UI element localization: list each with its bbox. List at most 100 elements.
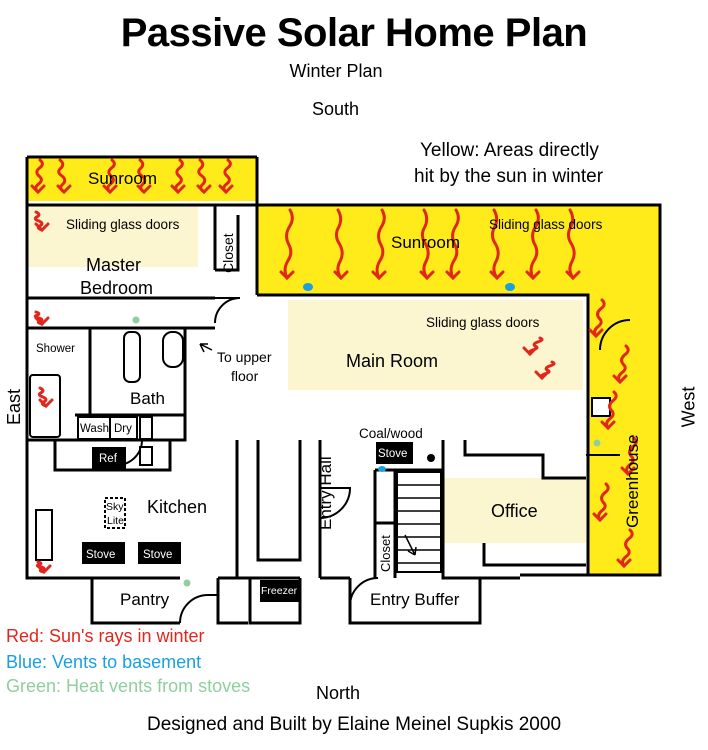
sun-ray-arrow bbox=[222, 158, 232, 194]
ref-block bbox=[92, 447, 126, 469]
compass-north-label: North bbox=[316, 683, 361, 703]
sun-ray-arrow bbox=[57, 158, 67, 194]
freezer-label: Freezer bbox=[261, 585, 298, 597]
sliding-doors-master-label: Sliding glass doors bbox=[66, 217, 180, 232]
entry-stairs bbox=[396, 471, 442, 573]
closet-entry-label: Closet bbox=[378, 535, 393, 572]
blue-vent-icon bbox=[505, 283, 515, 291]
sun-ray-arrow bbox=[375, 208, 386, 280]
freezer-block bbox=[260, 580, 300, 602]
page-title: Passive Solar Home Plan bbox=[120, 11, 588, 55]
sliding-doors-main-label: Sliding glass doors bbox=[426, 315, 540, 330]
skylight-label-line2: Lite bbox=[107, 515, 124, 527]
green-vent-icon bbox=[183, 579, 191, 587]
sun-ray-arrow bbox=[605, 390, 618, 430]
appliances bbox=[82, 442, 435, 602]
to-upper-floor-label-line1: To upper bbox=[217, 349, 272, 365]
sun-ray-arrowhead bbox=[600, 420, 616, 431]
sun-rays bbox=[30, 158, 638, 575]
entry-buffer-label: Entry Buffer bbox=[370, 590, 460, 609]
sunroom-left-label: Sunroom bbox=[88, 169, 157, 188]
sun-ray-arrow bbox=[490, 208, 500, 280]
room-labels: Sunroom Sliding glass doors Closet Maste… bbox=[36, 169, 642, 609]
office-light-area bbox=[444, 478, 586, 543]
sun-ray-arrowhead bbox=[279, 270, 295, 281]
sun-ray-arrowhead bbox=[445, 270, 461, 281]
sliding-doors-sunroom-label: Sliding glass doors bbox=[489, 217, 603, 232]
ref-label: Ref bbox=[99, 453, 118, 465]
woodstove-block bbox=[376, 442, 413, 464]
sun-ray-arrowhead bbox=[56, 184, 72, 195]
closet-master-label: Closet bbox=[220, 233, 236, 273]
wash-label: Wash bbox=[80, 423, 109, 435]
legend-blue: Blue: Vents to basement bbox=[6, 652, 202, 672]
greenhouse-area bbox=[588, 295, 660, 575]
kitchen-sink-fixture bbox=[35, 509, 53, 561]
vents bbox=[132, 283, 601, 587]
sun-ray-arrow bbox=[566, 208, 576, 280]
compass-west-label: West bbox=[678, 386, 699, 428]
sun-ray-arrow bbox=[527, 336, 544, 356]
sun-ray-arrowhead bbox=[333, 270, 349, 281]
sink-fixture bbox=[123, 331, 141, 383]
sun-ray-arrowhead bbox=[534, 370, 550, 381]
sun-ray-arrow bbox=[539, 360, 556, 380]
sun-ray-arrow bbox=[593, 298, 606, 338]
sun-ray-arrow bbox=[449, 208, 460, 280]
sun-ray-arrowhead bbox=[36, 564, 52, 575]
entry-hall-label: Entry Hall bbox=[316, 456, 335, 530]
sun-ray-arrow bbox=[621, 528, 634, 568]
sun-ray-arrow bbox=[334, 208, 344, 280]
master-light-area bbox=[28, 205, 198, 267]
sun-ray-arrow bbox=[283, 208, 294, 280]
blue-vent-icon bbox=[378, 466, 386, 472]
sun-ray-arrowhead bbox=[620, 466, 636, 477]
green-vent-icon bbox=[593, 439, 601, 447]
toilet-fixture bbox=[162, 331, 184, 368]
sun-ray-arrowhead bbox=[34, 222, 50, 233]
sun-ray-arrow bbox=[625, 436, 638, 476]
yellow-note-line2: hit by the sun in winter bbox=[414, 166, 604, 187]
sun-ray-arrowhead bbox=[489, 270, 505, 281]
bath-basin-fixture bbox=[139, 416, 153, 440]
sun-ray-arrowhead bbox=[170, 184, 186, 195]
greenhouse-label: Greenhouse bbox=[623, 434, 642, 528]
sunroom-right-label: Sunroom bbox=[391, 233, 460, 252]
sun-ray-arrowhead bbox=[588, 328, 604, 339]
sun-ray-arrow bbox=[617, 344, 630, 384]
dry-label: Dry bbox=[114, 423, 132, 435]
stove-right-block bbox=[138, 542, 181, 564]
sun-ray-arrow bbox=[597, 482, 610, 522]
plan-subtitle: Winter Plan bbox=[289, 61, 383, 81]
sun-ray-arrowhead bbox=[371, 270, 387, 281]
main-room-label: Main Room bbox=[346, 351, 438, 371]
dryer-fixture bbox=[109, 416, 138, 440]
pantry-label: Pantry bbox=[120, 590, 170, 609]
skylight-fixture bbox=[104, 497, 126, 529]
coal-wood-label: Coal/wood bbox=[359, 426, 423, 441]
compass-east-label: East bbox=[4, 388, 25, 426]
sun-ray-arrowhead bbox=[612, 374, 628, 385]
sun-ray-arrow bbox=[174, 158, 184, 194]
green-vent-icon bbox=[132, 316, 140, 324]
sun-ray-arrow bbox=[420, 208, 430, 280]
master-label-line2: Bedroom bbox=[80, 278, 153, 298]
compass-south-label: South bbox=[312, 99, 360, 119]
yellow-note-line1: Yellow: Areas directly bbox=[420, 140, 599, 161]
sun-ray-arrowhead bbox=[592, 512, 608, 523]
stove-left-label: Stove bbox=[86, 549, 115, 561]
blue-vent-icon bbox=[303, 283, 313, 291]
sun-ray-arrowhead bbox=[196, 184, 212, 195]
credit-line: Designed and Built by Elaine Meinel Supk… bbox=[146, 714, 562, 735]
sun-ray-arrow bbox=[197, 158, 207, 194]
sun-ray-arrowhead bbox=[525, 270, 541, 281]
sun-ray-arrow bbox=[137, 158, 147, 194]
legend-red: Red: Sun's rays in winter bbox=[6, 626, 205, 646]
sun-ray-arrowhead bbox=[419, 270, 435, 281]
stair-lines bbox=[397, 484, 441, 564]
sun-ray-arrowhead bbox=[30, 184, 46, 195]
stair-arrow-icon bbox=[199, 343, 417, 556]
sun-ray-arrowhead bbox=[38, 398, 54, 409]
kitchen-label: Kitchen bbox=[147, 497, 207, 517]
